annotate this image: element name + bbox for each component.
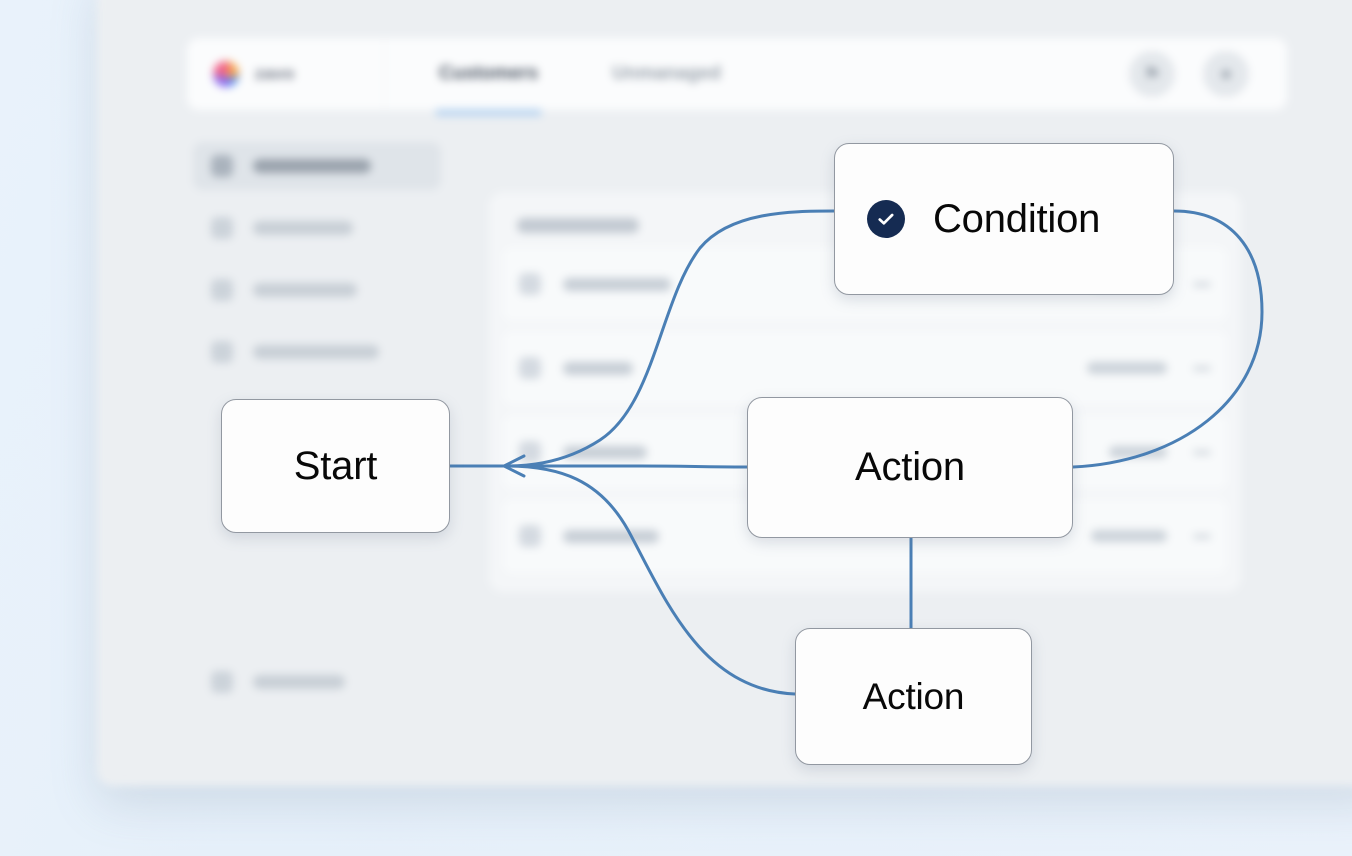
sidebar-item-dashboard[interactable] <box>193 142 441 190</box>
edge-start-action1 <box>504 464 749 469</box>
header-tabs: Customers Unmanaged <box>434 38 721 116</box>
list-item[interactable] <box>503 331 1227 405</box>
plug-icon <box>211 341 233 363</box>
more-options-icon[interactable] <box>1193 281 1211 287</box>
card-title <box>517 218 639 233</box>
edge-arrowhead <box>500 454 526 478</box>
sidebar-nav <box>193 142 441 390</box>
users-icon <box>211 279 233 301</box>
tab-unmanaged[interactable]: Unmanaged <box>612 63 721 84</box>
user-avatar-icon[interactable]: ● <box>1203 51 1249 97</box>
sidebar-item-workflows[interactable] <box>193 204 441 252</box>
node-label: Action <box>855 445 965 489</box>
edge-start-condition <box>504 209 836 468</box>
more-options-icon[interactable] <box>1193 533 1211 539</box>
status-badge <box>1091 530 1167 542</box>
flow-node-condition[interactable]: Condition <box>834 143 1174 295</box>
sidebar-item-label <box>253 345 379 359</box>
status-badge <box>1087 362 1167 374</box>
row-label <box>563 529 659 543</box>
more-options-icon[interactable] <box>1193 449 1211 455</box>
check-circle-icon <box>867 200 905 238</box>
bell-icon[interactable]: ⚑ <box>1129 51 1175 97</box>
flow-icon <box>211 217 233 239</box>
flow-node-action-1[interactable]: Action <box>747 397 1073 538</box>
sidebar-bottom <box>193 658 441 720</box>
grid-icon <box>211 155 233 177</box>
sidebar-item-label <box>253 221 353 235</box>
play-icon <box>519 441 541 463</box>
row-label <box>563 361 633 375</box>
app-header: zavo Customers Unmanaged ⚑ ● <box>187 38 1287 116</box>
sidebar-item-settings[interactable] <box>193 658 441 706</box>
sidebar-item-label <box>253 675 345 689</box>
mail-icon <box>519 273 541 295</box>
background-app-window: zavo Customers Unmanaged ⚑ ● <box>97 0 1352 786</box>
gradient-orb-logo <box>213 61 239 87</box>
row-label <box>563 277 671 291</box>
edge-start-action2 <box>504 464 797 696</box>
header-actions: ⚑ ● <box>1129 51 1287 97</box>
sidebar-item-label <box>253 159 371 173</box>
gear-icon <box>211 671 233 693</box>
sidebar-item-label <box>253 283 357 297</box>
shield-icon <box>519 357 541 379</box>
brand-block[interactable]: zavo <box>187 38 385 110</box>
status-badge <box>1109 446 1167 458</box>
sidebar-item-customers[interactable] <box>193 266 441 314</box>
node-label: Start <box>293 443 378 488</box>
flow-node-action-2[interactable]: Action <box>795 628 1032 765</box>
brand-name: zavo <box>255 64 295 83</box>
clock-icon <box>519 525 541 547</box>
flow-node-start[interactable]: Start <box>221 399 450 533</box>
more-options-icon[interactable] <box>1193 365 1211 371</box>
node-label: Action <box>862 675 965 717</box>
sidebar-item-integrations[interactable] <box>193 328 441 376</box>
tab-customers[interactable]: Customers <box>434 38 543 116</box>
node-label: Condition <box>933 196 1101 241</box>
edge-condition-action1 <box>1071 209 1264 469</box>
